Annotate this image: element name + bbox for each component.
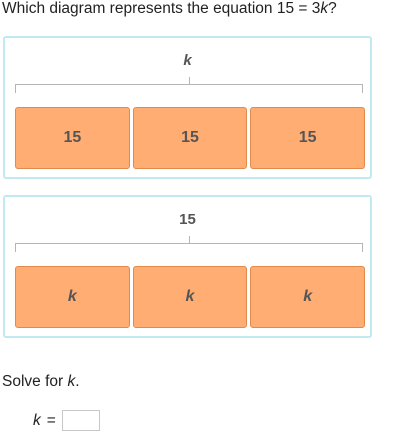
answer-variable: k: [33, 411, 41, 429]
question-prefix: Which diagram represents the equation 15…: [2, 0, 321, 17]
solve-prompt: Solve for k.: [2, 372, 80, 392]
bracket-tick: [189, 77, 190, 85]
answer-input[interactable]: [61, 410, 100, 431]
answer-equals: =: [46, 411, 56, 429]
solve-variable: k: [67, 373, 76, 390]
tape-boxes: 15 15 15: [15, 107, 366, 169]
tape-box: k: [15, 266, 130, 328]
diagram-option-2[interactable]: 15 k k k: [3, 195, 372, 338]
tape-box: 15: [132, 107, 248, 169]
tape-box: 15: [250, 107, 366, 169]
diagram-top-label: 15: [179, 211, 196, 228]
tape-box: 15: [15, 107, 130, 169]
solve-prefix: Solve for: [2, 373, 68, 390]
question-text: Which diagram represents the equation 15…: [2, 0, 337, 19]
solve-suffix: .: [75, 373, 80, 390]
answer-row: k =: [33, 410, 100, 431]
tape-boxes: k k k: [15, 266, 366, 328]
bracket: [15, 77, 363, 93]
tape-box: k: [132, 266, 248, 328]
bracket-tick: [189, 236, 190, 244]
question-suffix: ?: [328, 0, 337, 17]
tape-box: k: [250, 266, 366, 328]
question-variable: k: [320, 0, 329, 17]
diagram-top-label: k: [183, 52, 192, 69]
bracket: [15, 236, 363, 252]
diagram-option-1[interactable]: k 15 15 15: [3, 36, 372, 179]
